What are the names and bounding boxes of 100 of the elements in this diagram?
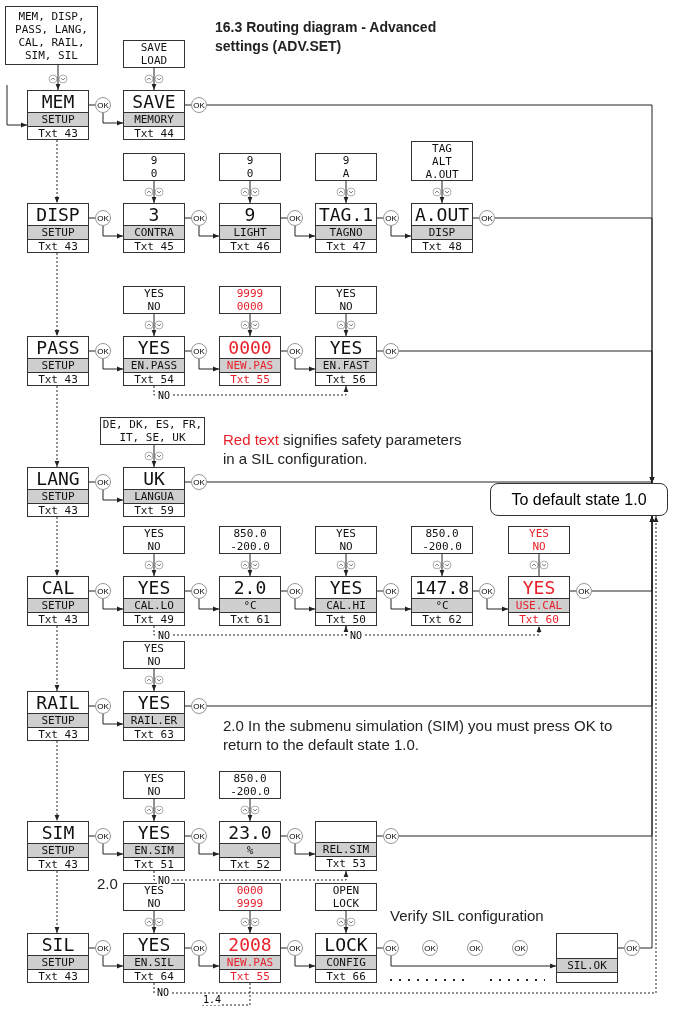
- display-box: [27, 933, 89, 983]
- value-list: 9 A: [316, 154, 376, 180]
- display-label: %: [246, 844, 254, 857]
- dashed-arrow: [54, 139, 60, 204]
- arrow: [247, 798, 253, 822]
- value-list: YES NO: [124, 527, 184, 553]
- text-number: Txt 66: [326, 970, 366, 983]
- value-list: 9999 0000: [220, 287, 280, 313]
- value-list: 850.0 -200.0: [220, 772, 280, 798]
- display-value: YES: [522, 577, 556, 598]
- edge-label: OK: [95, 474, 111, 490]
- display-label: TAGNO: [329, 226, 363, 239]
- arrow: [151, 67, 157, 91]
- arrow: [247, 313, 253, 337]
- display-value: 2.0: [233, 577, 267, 598]
- edge-label: OK: [576, 583, 592, 599]
- value-list: MEM, DISP, PASS, LANG, CAL, RAIL, SIM, SIL: [6, 9, 97, 62]
- display-label: CAL.HI: [326, 599, 366, 612]
- text-number: Txt 43: [38, 240, 78, 253]
- edge-label: OK: [191, 97, 207, 113]
- arrow: [184, 477, 655, 484]
- display-label: °C: [435, 599, 449, 612]
- text-number: Txt 43: [38, 970, 78, 983]
- edge-label: OK: [479, 210, 495, 226]
- edge-label: OK: [191, 828, 207, 844]
- display-label: SIL.OK: [567, 959, 607, 972]
- value-list: 850.0 -200.0: [412, 527, 472, 553]
- text-number: Txt 56: [326, 373, 366, 386]
- edge-label: OK: [383, 940, 399, 956]
- edge-label: OK: [191, 583, 207, 599]
- display-label: SETUP: [41, 714, 75, 727]
- display-value: 3: [148, 204, 160, 225]
- text-number: Txt 43: [38, 858, 78, 871]
- display-box: [219, 336, 281, 386]
- note-heading: Verify SIL configuration: [390, 906, 545, 925]
- display-label: SETUP: [41, 844, 75, 857]
- display-label: SETUP: [41, 113, 75, 126]
- display-label: NEW.PAS: [226, 359, 274, 372]
- arrow: [151, 444, 157, 468]
- display-label: NEW.PAS: [226, 956, 274, 969]
- text-number: Txt 43: [38, 373, 78, 386]
- display-box: [27, 576, 89, 626]
- display-value: SAVE: [132, 91, 176, 112]
- display-label: SETUP: [41, 599, 75, 612]
- text-number: Txt 43: [38, 613, 78, 626]
- text-number: Txt 53: [326, 857, 366, 870]
- display-value: YES: [137, 692, 171, 713]
- dashed-arrow: [54, 385, 60, 468]
- arrow: [439, 553, 445, 577]
- edge-label: OK: [95, 698, 111, 714]
- display-value: LANG: [36, 468, 80, 489]
- edge-label: OK: [95, 210, 111, 226]
- dashed-arrow: [153, 625, 349, 636]
- display-value: A.OUT: [414, 204, 470, 225]
- dashed-line: [199, 982, 251, 1006]
- display-box: [123, 203, 185, 253]
- display-value: SIM: [41, 822, 75, 843]
- arrow: [151, 798, 157, 822]
- display-value: DISP: [36, 204, 80, 225]
- display-label: EN.PASS: [130, 359, 178, 372]
- display-value: UK: [143, 468, 165, 489]
- heading: 16.3 Routing diagram - Advanced settings (ADV.SET): [215, 18, 438, 56]
- arrow: [376, 947, 557, 969]
- display-value: PASS: [36, 337, 80, 358]
- display-value: TAG.1: [318, 204, 374, 225]
- display-label: °C: [243, 599, 257, 612]
- dashed-arrow: [345, 625, 542, 636]
- display-box: [219, 821, 281, 871]
- edge-label: OK: [383, 210, 399, 226]
- display-box: [411, 203, 473, 253]
- edge-label: OK: [287, 940, 303, 956]
- text-number: Txt 59: [134, 504, 174, 517]
- arrow: [247, 180, 253, 204]
- display-value: LOCK: [324, 934, 368, 955]
- text-number: Txt 49: [134, 613, 174, 626]
- display-value: CAL: [41, 577, 75, 598]
- dashed-arrow: [54, 870, 60, 934]
- display-label: LANGUA: [134, 490, 174, 503]
- display-box: [123, 576, 185, 626]
- display-box: [123, 933, 185, 983]
- text-number: Txt 47: [326, 240, 366, 253]
- state-text: To default state 1.0: [511, 490, 647, 509]
- display-label: LIGHT: [233, 226, 267, 239]
- arrow: [247, 553, 253, 577]
- edge-label: OK: [95, 583, 111, 599]
- edge-label: OK: [383, 828, 399, 844]
- note: Red text signifies safety parameters in a SIL configuration.: [223, 430, 463, 468]
- display-value: 2008: [228, 934, 272, 955]
- display-box: [27, 691, 89, 741]
- line: [538, 553, 540, 577]
- edge-label: 1.4: [202, 994, 223, 1005]
- note: 2.0 In the submenu simulation (SIM) you must press OK to return to the default state 1.0.: [223, 716, 614, 754]
- arrow: [6, 84, 28, 128]
- text-number: Txt 43: [38, 728, 78, 741]
- text-number: Txt 43: [38, 504, 78, 517]
- display-label: EN.SIL: [134, 956, 174, 969]
- edge-label: OK: [287, 210, 303, 226]
- edge-label: OK: [191, 940, 207, 956]
- display-value: SIL: [41, 934, 75, 955]
- text-number: Txt 64: [134, 970, 174, 983]
